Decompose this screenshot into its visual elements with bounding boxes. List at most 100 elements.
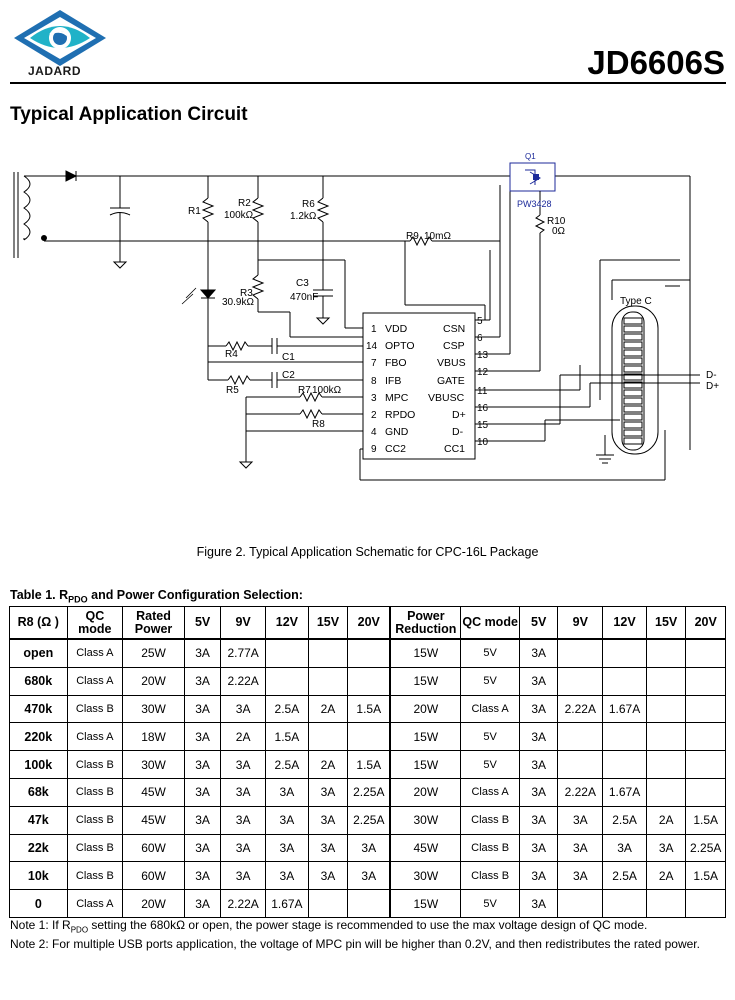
r2-label: R2 [238,198,251,209]
table-title: Table 1. RPDO and Power Configuration Se… [10,588,303,605]
table-cell: 2A [307,694,349,724]
table-cell: 3A [307,805,349,835]
table-header-cell: 15V [307,606,349,640]
logo-text: JADARD [28,64,82,78]
table-cell [602,722,647,752]
table-cell: Class B [460,861,520,891]
table-header-cell: 9V [557,606,604,640]
table-cell: 3A [557,833,604,863]
table-cell: 1.5A [685,805,726,835]
ic-pin-left-num: 9 [371,444,377,455]
table-cell: 1.67A [602,777,647,807]
table-cell: Class A [460,777,520,807]
table-cell [685,638,726,668]
r6-label: R6 [302,199,315,210]
table-cell [645,666,687,696]
ic-pin-left-name: OPTO [385,340,415,352]
table-cell [685,777,726,807]
table-cell: 3A [347,833,391,863]
table-cell: 3A [518,805,559,835]
table-cell [307,722,349,752]
table-cell: 3A [557,861,604,891]
winding-dot [41,235,47,241]
table-cell: 1.5A [265,722,309,752]
connector-pins [623,317,643,445]
table-header-cell: 12V [265,606,309,640]
ic-pin-right-num: 12 [477,367,489,378]
ic-pin-right-num: 15 [477,420,489,431]
table-cell [347,889,391,918]
table-cell [557,889,604,918]
ic-pin-left-name: CC2 [385,443,406,455]
table-header-cell: 12V [602,606,647,640]
table-cell: 20W [389,694,462,724]
ic-pin-left-name: MPC [385,392,409,404]
table-cell [602,666,647,696]
table-cell: 3A [183,638,222,668]
ic-pin-left-name: RPDO [385,409,415,421]
table-cell: Class B [66,833,124,863]
table-cell: 15W [389,722,462,752]
ic-pin-right-name: CC1 [444,443,465,455]
table-header-cell: 20V [685,606,726,640]
table-cell [645,889,687,918]
r10-value: 0Ω [552,226,566,237]
table-cell: 20W [389,777,462,807]
jadard-logo-icon [14,10,106,66]
table-cell: 5V [460,666,520,696]
ic-pin-right-num: 11 [477,386,488,397]
table-header-cell: R8 (Ω ) [9,606,68,640]
table-cell: 0 [9,889,68,918]
table-cell: 2.5A [602,861,647,891]
c3-value: 470nF [290,292,318,303]
ic-pin-right-num: 6 [477,333,483,344]
table-header-cell: QC mode [66,606,124,640]
table-header-cell: Power Reduction [389,606,462,640]
ic-pin-left-num: 4 [371,427,377,438]
rectifier-diode-icon [65,170,78,182]
section-title: Typical Application Circuit [10,104,248,125]
table-cell: 5V [460,722,520,752]
r1-label: R1 [188,206,201,217]
ic-pin-left-num: 7 [371,358,377,369]
note-1: Note 1: If RPDO setting the 680kΩ or ope… [10,918,648,935]
table-cell: 1.67A [265,889,309,918]
table-cell: 3A [347,861,391,891]
table-cell [307,889,349,918]
table-cell: 3A [183,750,222,779]
table-cell [347,722,391,752]
table-cell: 3A [518,777,559,807]
table-cell: 2.22A [557,694,604,724]
r4-label: R4 [225,349,238,360]
table-cell: 2.5A [265,694,309,724]
table-cell: 2.77A [220,638,267,668]
table-cell: 3A [220,750,267,779]
table-cell [265,666,309,696]
table-cell: 2.5A [602,805,647,835]
r7-value: 100kΩ [312,385,342,396]
table-cell: Class B [66,750,124,779]
table-cell: 60W [122,833,185,863]
table-cell: 2A [645,805,687,835]
table-cell: 22k [9,833,68,863]
table-cell: 25W [122,638,185,668]
table-cell: Class B [460,805,520,835]
table-cell: 2.25A [347,777,391,807]
table-cell: 3A [518,861,559,891]
table-cell: 68k [9,777,68,807]
jd6606s-ic [362,312,476,460]
r6-value: 1.2kΩ [290,211,317,222]
table-cell: Class B [66,777,124,807]
table-cell: 2.22A [220,666,267,696]
table-cell: 470k [9,694,68,724]
table-cell: 3A [265,805,309,835]
